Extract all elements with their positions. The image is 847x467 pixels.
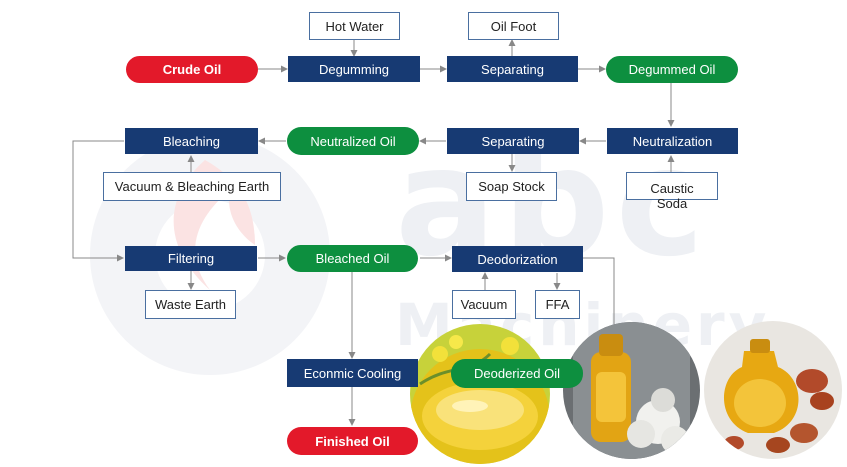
crude-oil-node: Crude Oil [126,56,258,83]
arrow-bleaching-to-filtering [72,140,124,262]
cottonseed-oil-photo-art [563,322,700,459]
caustic-soda-box: Caustic Soda [626,172,718,211]
vacuum-box: Vacuum [452,290,516,319]
deodorization-step: Deodorization [452,246,583,272]
cottonseed-oil-photo [563,322,700,459]
neutralized-oil-node: Neutralized Oil [287,127,419,155]
soap-stock-box: Soap Stock [466,172,557,201]
peanut-oil-photo-art [704,321,842,459]
separating-step-1: Separating [447,56,578,82]
neutralization-step: Neutralization [607,128,738,154]
bleached-oil-node: Bleached Oil [287,245,418,272]
degummed-oil-node: Degummed Oil [606,56,738,83]
ffa-box: FFA [535,290,580,319]
separating-step-2: Separating [447,128,579,154]
rapeseed-oil-photo-art [410,324,550,464]
filtering-step: Filtering [125,246,257,271]
hot-water-box: Hot Water [309,12,400,40]
rapeseed-oil-photo [410,324,550,464]
economic-cooling-step: Econmic Cooling [287,359,418,387]
vacuum-bleaching-earth-box: Vacuum & Bleaching Earth [103,172,281,201]
bleaching-step: Bleaching [125,128,258,154]
degumming-step: Degumming [288,56,420,82]
oil-foot-box: Oil Foot [468,12,559,40]
waste-earth-box: Waste Earth [145,290,236,319]
deoderized-oil-node: Deoderized Oil [451,359,583,388]
finished-oil-node: Finished Oil [287,427,418,455]
peanut-oil-photo [704,321,842,459]
